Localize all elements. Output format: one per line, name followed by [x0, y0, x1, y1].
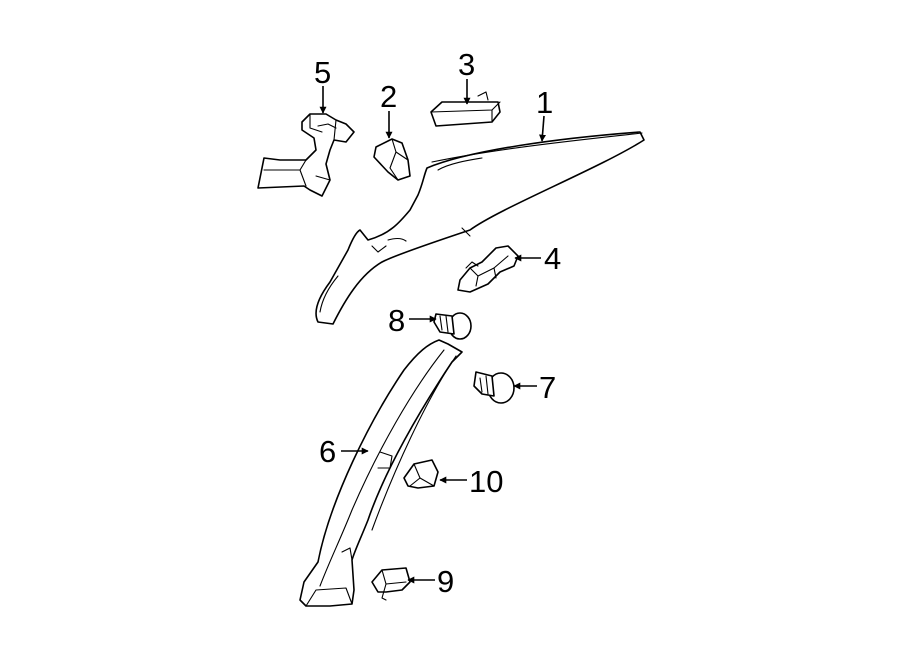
callout-10: 10: [469, 464, 503, 499]
part-8-fastener: [433, 312, 472, 340]
callout-4: 4: [544, 241, 561, 276]
callout-5: 5: [314, 55, 331, 90]
callout-2: 2: [380, 79, 397, 114]
part-3-trim-strip: [430, 91, 501, 127]
part-9-clip: [371, 567, 411, 601]
callout-3: 3: [458, 47, 475, 82]
callout-9: 9: [437, 564, 454, 599]
callout-8: 8: [388, 303, 405, 338]
part-7-fastener: [473, 371, 515, 404]
part-2-clip-cover: [373, 138, 411, 181]
leader-lines: [319, 79, 546, 584]
callout-labels: 1 2 3 4 5 6 7 8 9 10: [314, 47, 561, 599]
part-5-upper-bracket: [257, 113, 355, 197]
part-10-clip: [403, 459, 439, 489]
part-1-upper-trim-panel: [315, 131, 645, 325]
part-4-retainer-bracket: [457, 245, 519, 293]
callout-7: 7: [539, 370, 556, 405]
callout-1: 1: [536, 85, 553, 120]
leader-1: [539, 115, 546, 142]
part-6-pillar-trim: [299, 339, 463, 607]
callout-6: 6: [319, 434, 336, 469]
